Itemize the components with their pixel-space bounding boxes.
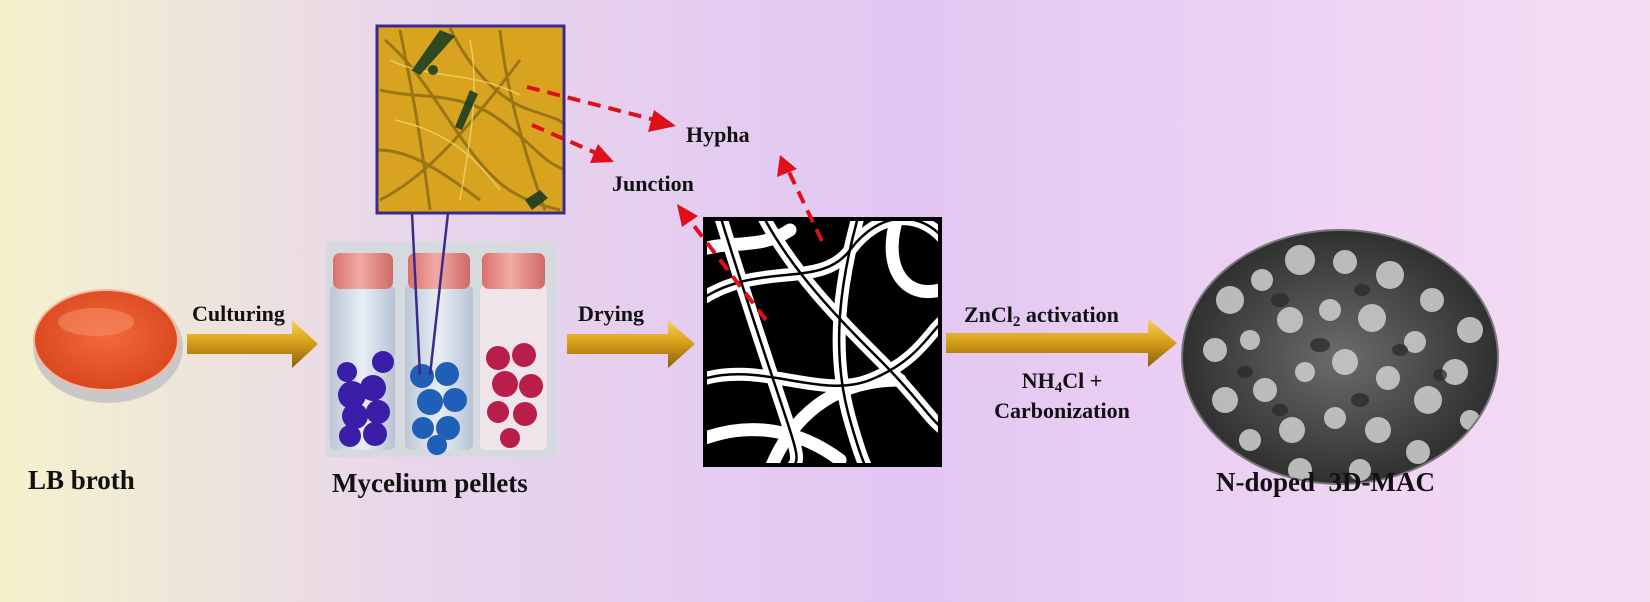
dash-arrow-junction-top [531,123,597,155]
label-product: N-doped 3D-MAC [1216,467,1435,497]
dash-arrow-hypha-net [787,171,824,242]
label-junction: Junction [612,171,694,196]
petri-dish-image [33,289,183,403]
nh4-suffix: Cl + [1062,368,1103,393]
label-hypha: Hypha [686,122,750,147]
network-schematic [703,217,942,467]
label-drying: Drying [578,301,644,326]
dash-arrow-hypha-top [526,85,656,122]
vials-image [326,242,557,457]
label-nh4cl: NH4Cl + [1022,370,1103,396]
arrowhead-hypha-top [648,110,676,132]
label-culturing: Culturing [192,301,285,326]
microscopy-inset [375,24,566,376]
arrowhead-junction-top [590,144,614,163]
nh4-subscript: 4 [1054,380,1063,396]
label-mycelium-pellets: Mycelium pellets [332,468,528,498]
activation-suffix: activation [1020,302,1119,327]
arrow-drying [567,320,695,368]
activation-subscript: 2 [1012,314,1021,330]
activation-prefix: ZnCl [964,302,1013,327]
nh4-prefix: NH [1021,368,1055,393]
arrowhead-hypha-net [777,155,797,177]
arrow-culturing [187,320,318,368]
label-activation: ZnCl2 activation [964,304,1119,330]
dash-arrow-junction-net [686,216,768,322]
arrow-activation [946,319,1177,367]
label-lb-broth: LB broth [28,465,135,495]
arrowhead-junction-net [677,204,698,227]
label-carbonization: Carbonization [994,398,1130,423]
sem-image [1181,229,1499,485]
